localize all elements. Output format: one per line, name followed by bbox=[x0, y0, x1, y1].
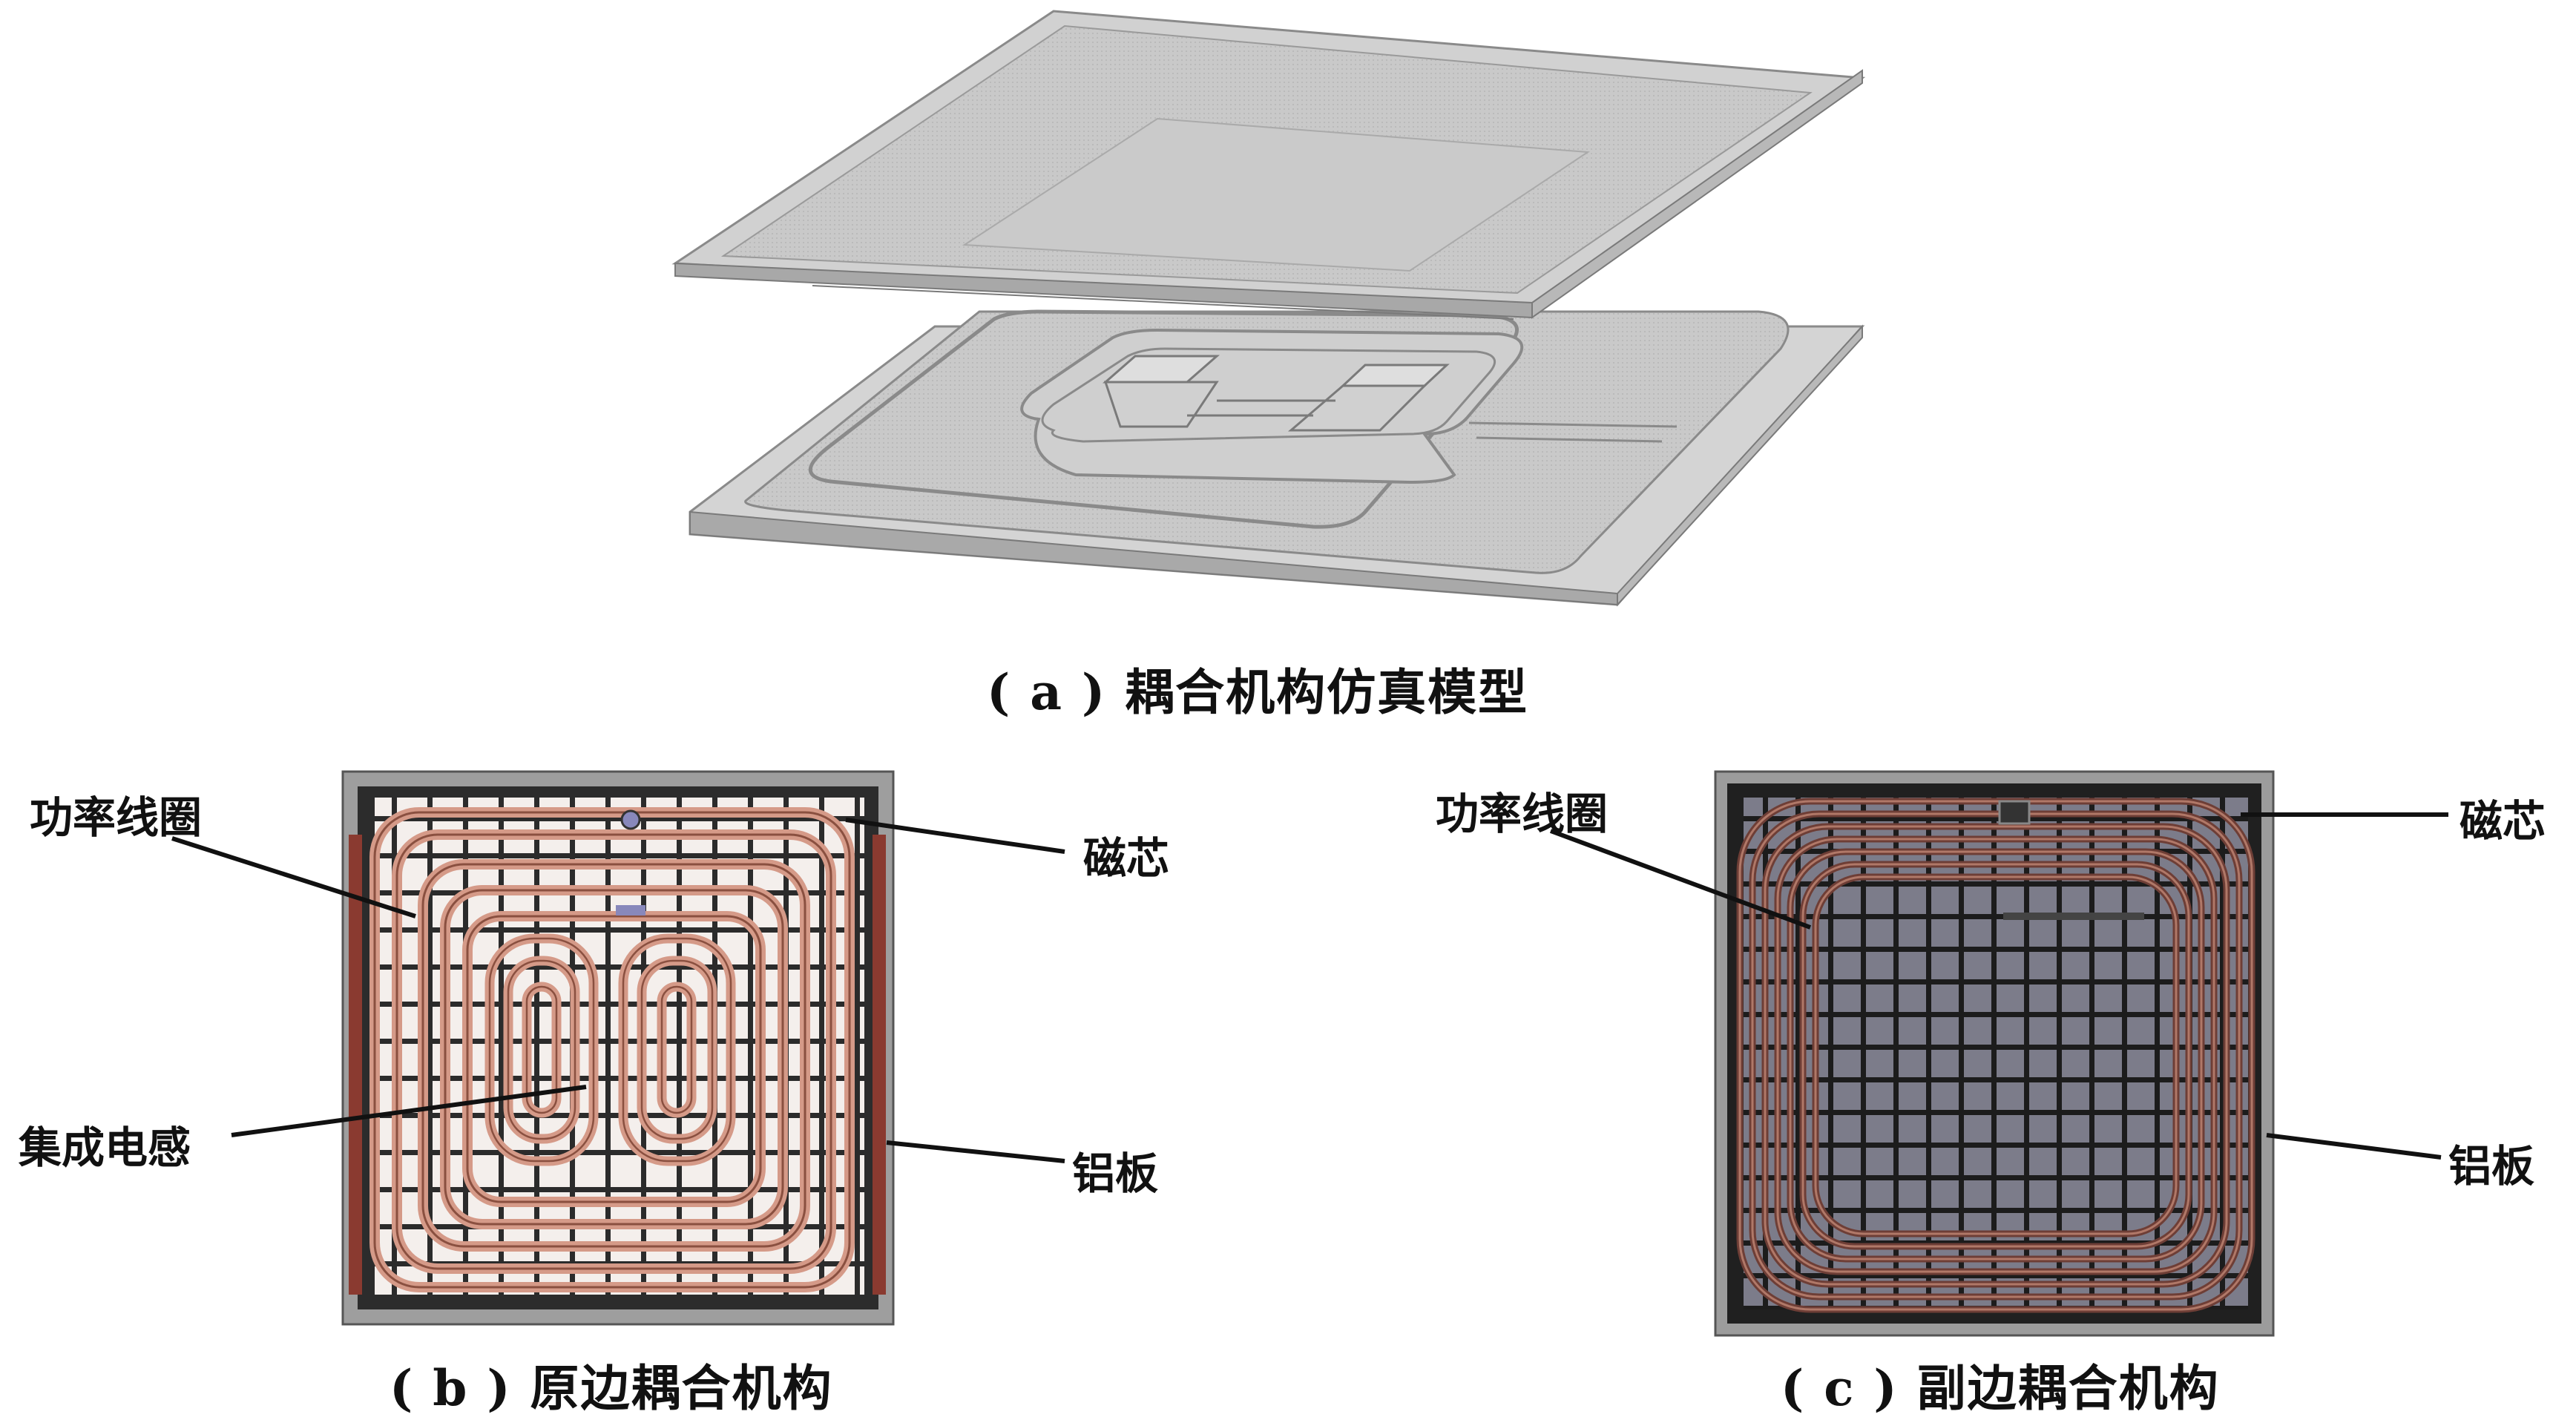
upper-plate bbox=[671, 10, 1866, 320]
lower-plate bbox=[689, 309, 1865, 607]
leader-lines bbox=[171, 812, 2448, 1163]
label-b-power-coil: 功率线圈 bbox=[30, 792, 203, 843]
label-c-aluminum-plate: 铝板 bbox=[2448, 1141, 2535, 1191]
caption-a: ( a ) 耦合机构仿真模型 bbox=[987, 663, 1529, 721]
label-c-magnetic-core: 磁芯 bbox=[2460, 796, 2546, 847]
label-b-aluminum-plate: 铝板 bbox=[1072, 1148, 1159, 1199]
label-c-power-coil: 功率线圈 bbox=[1436, 789, 1609, 839]
secondary-coupling-photo bbox=[1714, 770, 2275, 1337]
label-b-integrated-inductor: 集成电感 bbox=[19, 1122, 191, 1173]
caption-b: ( b ) 原边耦合机构 bbox=[390, 1359, 833, 1417]
caption-c: ( c ) 副边耦合机构 bbox=[1781, 1359, 2220, 1417]
coupling-model-3d bbox=[671, 10, 1866, 607]
label-b-magnetic-core: 磁芯 bbox=[1083, 833, 1170, 884]
primary-coupling-photo bbox=[341, 770, 895, 1326]
